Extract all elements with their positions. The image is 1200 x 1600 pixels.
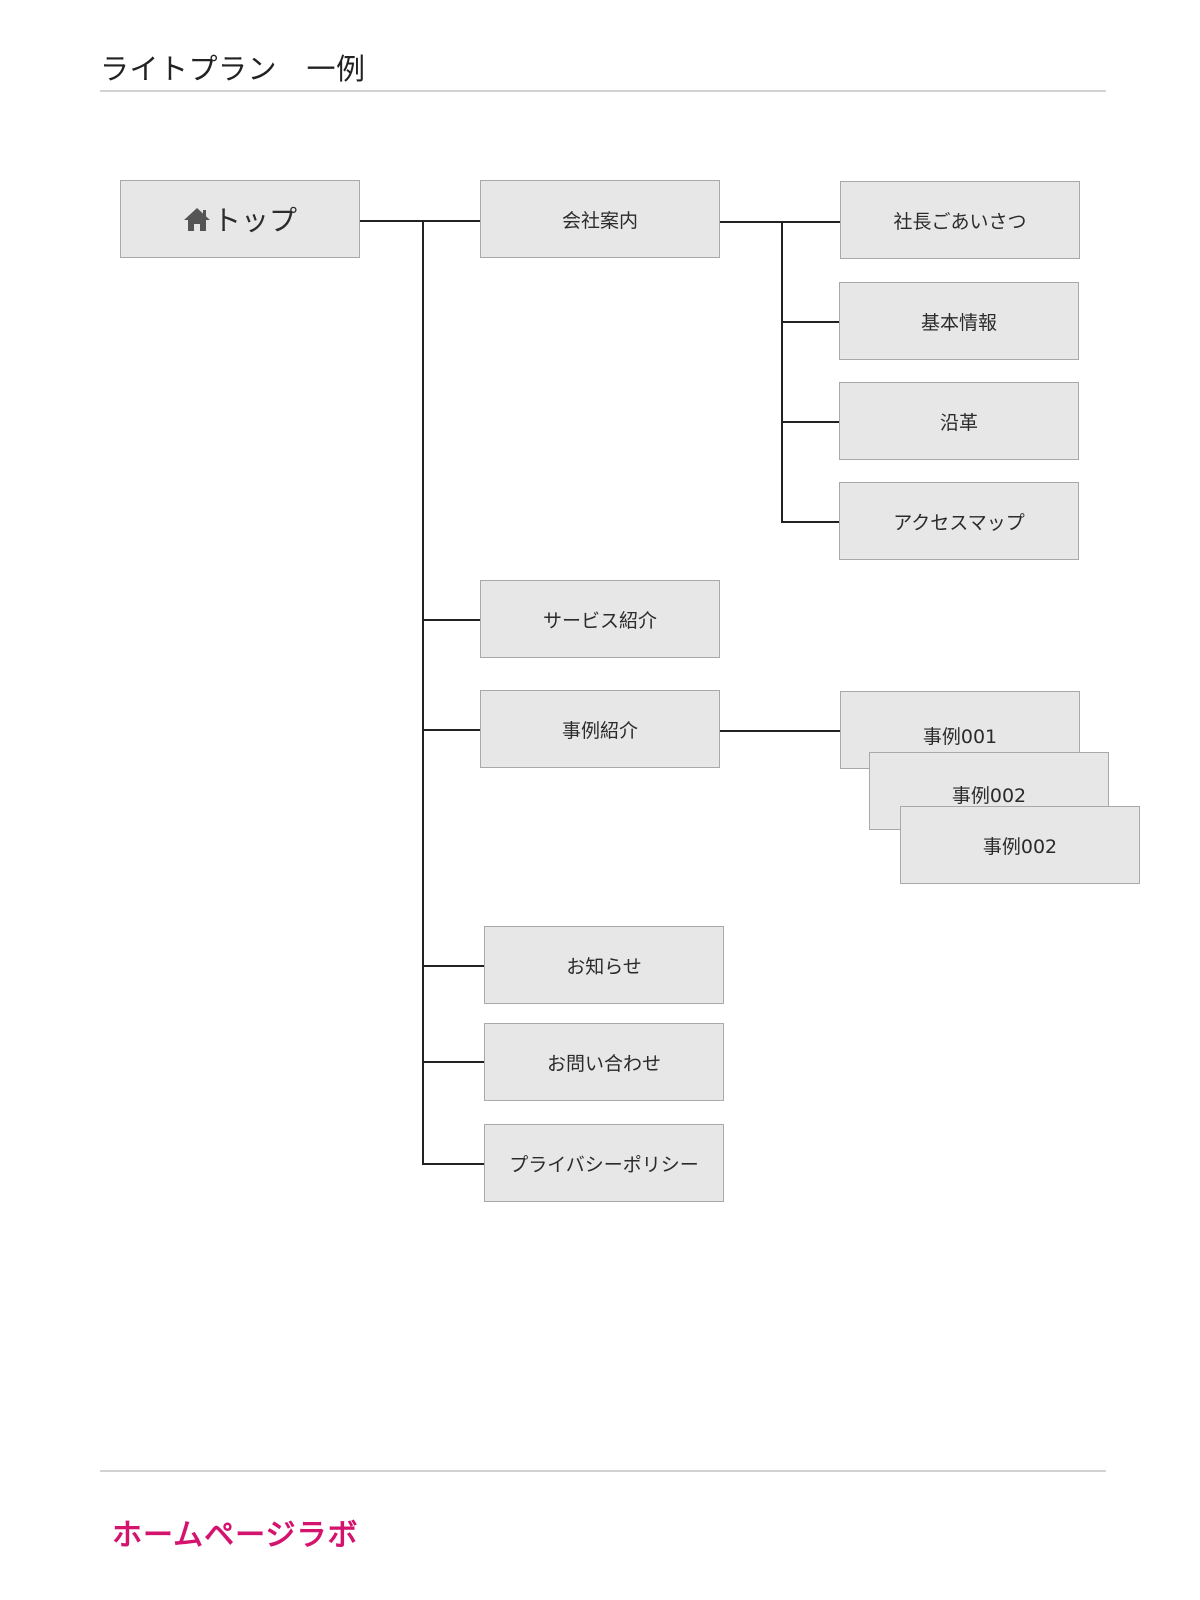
node-top-label: トップ	[212, 204, 297, 237]
node-history: 沿革	[839, 382, 1079, 460]
node-access-map: アクセスマップ	[839, 482, 1079, 560]
node-services: サービス紹介	[480, 580, 720, 658]
connector-basic-info	[781, 321, 839, 323]
brand-logo-text: ホームページラボ	[112, 1518, 359, 1553]
node-cases: 事例紹介	[480, 690, 720, 768]
page-title: ライトプラン 一例	[100, 52, 366, 86]
node-greeting: 社長ごあいさつ	[840, 181, 1080, 259]
connector-privacy	[422, 1163, 486, 1165]
connector-news	[422, 965, 486, 967]
node-news: お知らせ	[484, 926, 724, 1004]
node-case-001-label: 事例001	[922, 726, 998, 748]
node-basic-info: 基本情報	[839, 282, 1079, 360]
header-divider	[100, 90, 1106, 92]
connector-cases-case001	[719, 730, 840, 732]
company-branch-line	[781, 221, 783, 523]
connector-services	[422, 619, 482, 621]
connector-cases	[422, 729, 482, 731]
connector-history	[781, 421, 839, 423]
node-case-002a-label: 事例002	[951, 785, 1027, 807]
node-company: 会社案内	[480, 180, 720, 258]
connector-access-map	[781, 521, 839, 523]
node-privacy: プライバシーポリシー	[484, 1124, 724, 1202]
home-icon	[183, 205, 211, 233]
node-case-002b: 事例002	[900, 806, 1140, 884]
node-top: トップ	[120, 180, 360, 258]
connector-company-greeting	[719, 221, 840, 223]
footer-divider	[100, 1470, 1106, 1472]
connector-contact	[422, 1061, 486, 1063]
connector-top-company	[360, 220, 482, 222]
trunk-line	[422, 220, 424, 1165]
node-contact: お問い合わせ	[484, 1023, 724, 1101]
